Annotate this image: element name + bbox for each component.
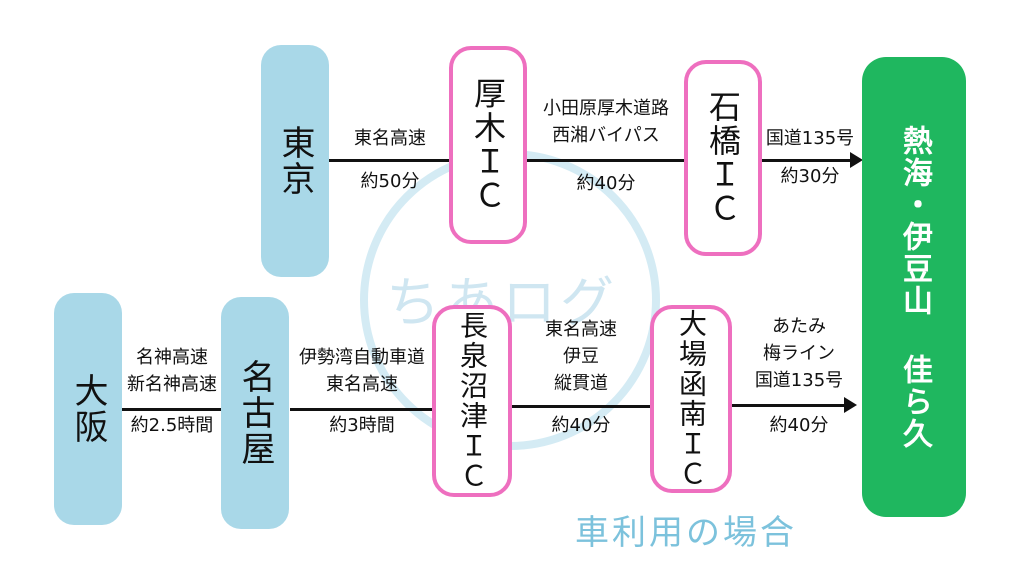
- route-time-nagaizumi-obahakan: 約40分: [512, 412, 650, 439]
- road-name: 東名高速: [326, 374, 398, 395]
- node-osaka-label: 大阪: [68, 373, 108, 445]
- route-time-osaka-nagoya: 約2.5時間: [112, 412, 232, 439]
- route-time-ishibashi-dest: 約30分: [760, 163, 860, 190]
- travel-time: 約40分: [576, 173, 636, 194]
- node-destination: 熱海・伊豆山 佳ら久: [862, 57, 966, 517]
- route-label-nagoya-nagaizumi: 伊勢湾自動車道 東名高速: [289, 344, 435, 398]
- connector-nagoya-nagaizumi: [290, 408, 434, 411]
- road-name: 東名高速: [354, 128, 426, 149]
- road-name: 縦貫道: [554, 373, 608, 394]
- route-time-tokyo-atsugi: 約50分: [332, 168, 448, 195]
- route-time-atsugi-ishibashi: 約40分: [527, 170, 685, 197]
- connector-ishibashi-dest: [760, 159, 850, 162]
- node-ishibashi-ic-label: 石橋ＩＣ: [704, 90, 742, 226]
- road-name: 伊勢湾自動車道: [299, 347, 425, 368]
- connector-tokyo-atsugi: [329, 159, 451, 162]
- road-name: 小田原厚木道路: [543, 98, 669, 119]
- node-atsugi-ic: 厚木ＩＣ: [449, 46, 527, 244]
- node-nagoya: 名古屋: [221, 297, 289, 529]
- arrow-head-top: [850, 152, 863, 168]
- node-nagaizumi-ic-label: 長泉沼津ＩＣ: [456, 311, 489, 491]
- route-label-nagaizumi-obahakan: 東名高速 伊豆 縦貫道: [512, 316, 650, 397]
- road-name: 梅ライン: [763, 343, 835, 364]
- node-atsugi-ic-label: 厚木ＩＣ: [469, 77, 507, 213]
- travel-time: 約40分: [769, 415, 829, 436]
- road-name: 名神高速: [136, 347, 208, 368]
- road-name: 国道135号: [754, 370, 844, 391]
- node-osaka: 大阪: [54, 293, 122, 525]
- road-name: 国道135号: [765, 128, 855, 149]
- node-ishibashi-ic: 石橋ＩＣ: [684, 60, 762, 256]
- caption: 車利用の場合: [575, 513, 797, 553]
- travel-time: 約2.5時間: [130, 415, 214, 436]
- route-label-atsugi-ishibashi: 小田原厚木道路 西湘バイパス: [527, 95, 685, 149]
- node-tokyo-label: 東京: [275, 125, 315, 197]
- route-label-ishibashi-dest: 国道135号: [760, 125, 860, 152]
- route-time-obahakan-dest: 約40分: [740, 412, 858, 439]
- travel-time: 約3時間: [329, 415, 395, 436]
- connector-nagaizumi-obahakan: [510, 405, 650, 408]
- road-name: あたみ: [772, 316, 826, 337]
- connector-atsugi-ishibashi: [526, 159, 686, 162]
- road-name: 伊豆: [563, 346, 599, 367]
- route-label-obahakan-dest: あたみ 梅ライン 国道135号: [740, 313, 858, 394]
- arrow-head-bottom: [844, 397, 857, 413]
- connector-obahakan-dest: [732, 404, 844, 407]
- node-destination-label: 熱海・伊豆山 佳ら久: [897, 124, 932, 450]
- node-obahakan-ic-label: 大場函南ＩＣ: [675, 309, 708, 489]
- road-name: 西湘バイパス: [552, 125, 660, 146]
- travel-time: 約30分: [780, 166, 840, 187]
- node-nagaizumi-ic: 長泉沼津ＩＣ: [432, 305, 512, 497]
- road-name: 新名神高速: [127, 374, 217, 395]
- node-obahakan-ic: 大場函南ＩＣ: [650, 305, 732, 493]
- route-time-nagoya-nagaizumi: 約3時間: [289, 412, 435, 439]
- node-nagoya-label: 名古屋: [235, 359, 275, 467]
- connector-osaka-nagoya: [122, 408, 222, 411]
- node-tokyo: 東京: [261, 45, 329, 277]
- road-name: 東名高速: [545, 319, 617, 340]
- route-label-tokyo-atsugi: 東名高速: [332, 125, 448, 152]
- route-label-osaka-nagoya: 名神高速 新名神高速: [112, 344, 232, 398]
- travel-time: 約40分: [551, 415, 611, 436]
- travel-time: 約50分: [360, 171, 420, 192]
